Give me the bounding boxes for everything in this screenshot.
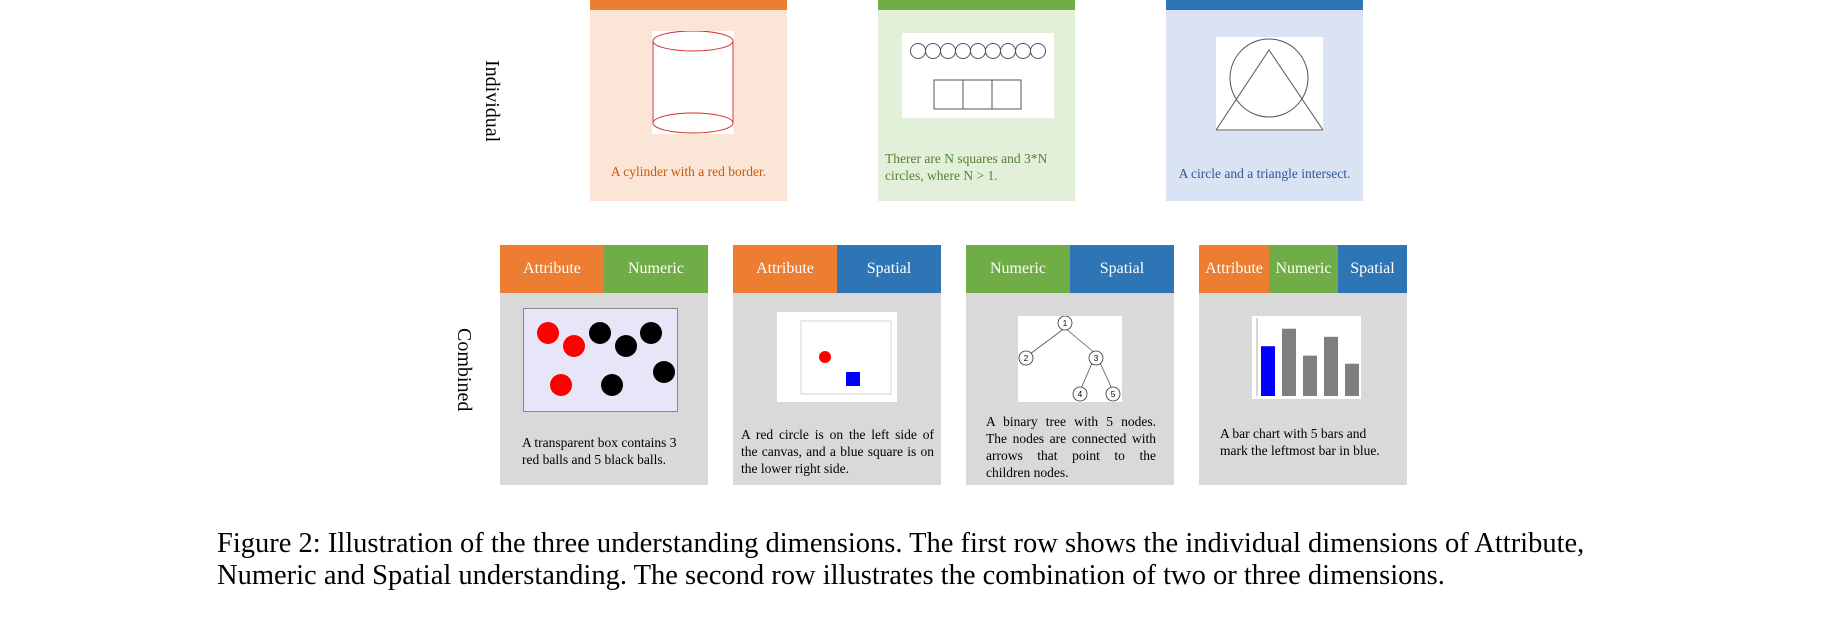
attribute-color-bar [590,0,787,10]
row-label-individual: Individual [481,60,503,143]
squares-circles-image [902,33,1054,118]
tag-numeric: Numeric [966,245,1070,293]
tree-node-label: 5 [1111,390,1116,399]
card-attribute: A cylinder with a red border. [590,0,787,201]
spatial-color-bar [1166,0,1363,10]
cylinder-image [652,31,734,134]
combo-card-numeric-spatial: Numeric Spatial 1 2 3 4 5 A binary tree … [966,245,1174,485]
bar [1345,363,1359,396]
card-numeric: Therer are N squares and 3*N circles, wh… [878,0,1075,201]
bar [1324,336,1338,396]
circle-square-canvas-image [777,312,897,402]
binary-tree-image: 1 2 3 4 5 [1018,316,1122,402]
numeric-color-bar [878,0,1075,10]
tag-attribute: Attribute [500,245,604,293]
circle-triangle-image [1216,37,1323,131]
card-numeric-caption: Therer are N squares and 3*N circles, wh… [885,151,1048,183]
tag-numeric: Numeric [604,245,708,293]
combo-card-2-caption: A red circle is on the left side of the … [741,427,934,476]
combo-card-all-three: Attribute Numeric Spatial A bar chart wi… [1199,245,1407,485]
tree-node-label: 2 [1024,354,1029,363]
bar-highlighted [1261,346,1275,396]
tag-spatial: Spatial [1338,245,1407,293]
tree-node-label: 1 [1063,319,1068,328]
row-label-combined: Combined [453,328,475,412]
tag-attribute: Attribute [1199,245,1269,293]
tag-numeric: Numeric [1269,245,1338,293]
tag-spatial: Spatial [1070,245,1174,293]
tag-attribute: Attribute [733,245,837,293]
combo-card-attribute-spatial: Attribute Spatial A red circle is on the… [733,245,941,485]
card-spatial: A circle and a triangle intersect. [1166,0,1363,201]
tag-spatial: Spatial [837,245,941,293]
figure-caption: Figure 2: Illustration of the three unde… [217,528,1585,591]
balls-box-image [523,308,678,412]
bar-chart-image [1252,316,1361,399]
combo-card-attribute-numeric: Attribute Numeric A transparent box cont… [500,245,708,485]
bar [1303,355,1317,396]
bar [1282,328,1296,396]
tree-node-label: 4 [1078,390,1083,399]
card-attribute-caption: A cylinder with a red border. [610,164,767,179]
tree-node-label: 3 [1094,354,1099,363]
card-spatial-caption: A circle and a triangle intersect. [1178,166,1351,181]
combo-card-1-caption: A transparent box contains 3 red balls a… [522,435,677,467]
combo-card-3-caption: A binary tree with 5 nodes. The nodes ar… [986,414,1156,480]
combo-card-4-caption: A bar chart with 5 bars and mark the lef… [1220,426,1380,458]
